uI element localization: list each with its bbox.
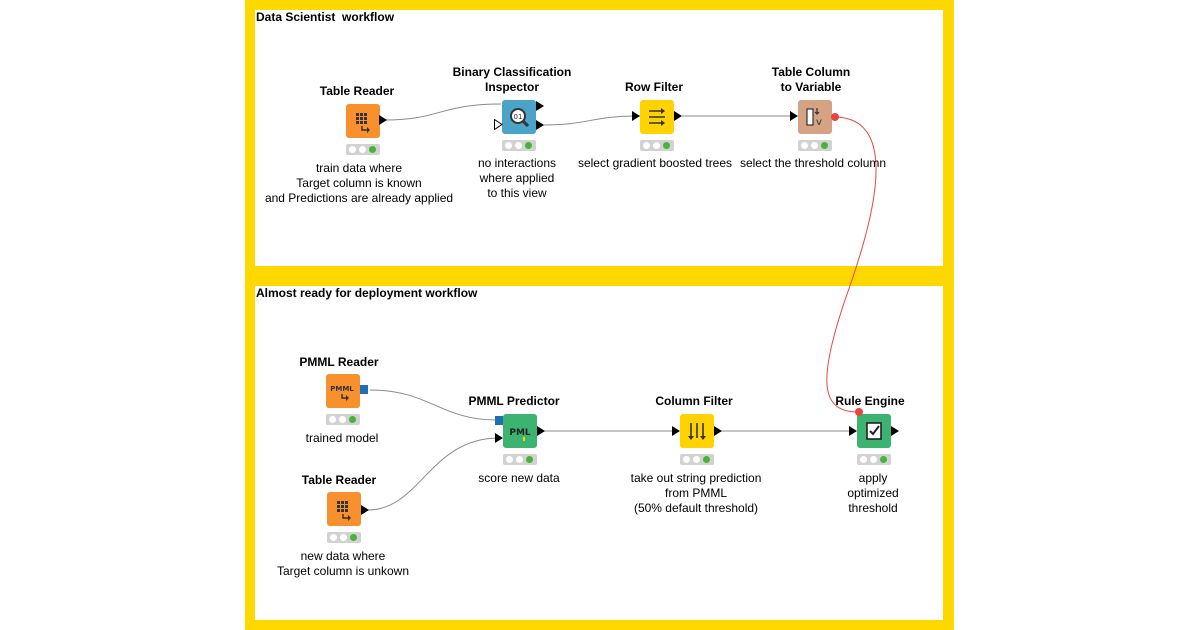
magnifier-icon: 01 [510,108,530,128]
annotation-pmml-reader: trained model [305,431,379,445]
status-traffic-light [327,532,361,543]
input-port-pmml[interactable] [495,416,503,425]
predictor-icon: PML [509,428,531,441]
annotation-column-filter: take out string prediction from PMML (50… [630,471,762,515]
column-to-variable-icon: v [806,108,822,128]
annotation-binary-inspector: no interactions where applied to this vi… [477,156,557,200]
status-traffic-light [346,144,380,155]
node-rule-engine[interactable] [857,414,891,448]
wire-tablereader-to-inspector[interactable] [384,103,502,121]
svg-text:PMML: PMML [330,385,354,393]
output-port-variable[interactable] [830,112,840,122]
svg-text:PML: PML [509,428,531,438]
node-title-table-reader-2: Table Reader [301,473,377,487]
output-port-data[interactable] [537,426,545,436]
status-traffic-light [326,414,360,425]
output-port-data[interactable] [674,111,682,121]
output-port-view[interactable] [536,101,544,111]
workspace-data-scientist [255,10,943,266]
node-pmml-predictor[interactable]: PML [503,414,537,448]
output-port-data[interactable] [361,505,369,515]
node-pmml-reader[interactable]: PMML [326,374,360,408]
output-port-data[interactable] [379,115,387,125]
input-port-data[interactable] [495,433,503,443]
wire-pmmlreader-to-predictor[interactable] [369,389,498,421]
table-icon [356,113,370,133]
node-table-col-to-var[interactable]: v [798,100,832,134]
annotation-rule-engine: apply optimized threshold [847,471,899,515]
output-port-data[interactable] [536,120,544,130]
annotation-pmml-predictor: score new data [478,471,560,485]
node-binary-inspector[interactable]: 01 [502,100,536,134]
annotation-row-filter: select gradient boosted trees [577,156,733,170]
input-port-data[interactable] [790,111,798,121]
workspace-title-deployment: Almost ready for deployment workflow [256,286,478,300]
annotation-table-reader-2: new data where Target column is unkown [276,549,410,578]
status-traffic-light [680,454,714,465]
output-port-data[interactable] [891,426,899,436]
input-port-data[interactable] [849,426,857,436]
filter-rows-icon [649,108,665,126]
node-title-rule-engine: Rule Engine [835,394,905,408]
status-traffic-light [857,454,891,465]
input-port-variable[interactable] [854,407,864,417]
node-title-pmml-predictor: PMML Predictor [468,394,560,408]
status-traffic-light [503,454,537,465]
node-table-reader-2[interactable] [327,492,361,526]
node-title-table-reader: Table Reader [319,84,395,98]
workspace-deployment [255,286,943,620]
svg-text:01: 01 [514,113,523,121]
pmml-file-icon: PMML [330,385,354,401]
node-row-filter[interactable] [640,100,674,134]
node-title-table-col-to-var: Table Column to Variable [771,65,851,94]
input-port-data[interactable] [632,111,640,121]
table-icon [337,501,351,521]
annotation-table-col-to-var: select the threshold column [739,156,887,170]
status-traffic-light [502,140,536,151]
rule-document-icon [866,422,882,440]
node-column-filter[interactable] [680,414,714,448]
input-port-data[interactable] [672,426,680,436]
status-traffic-light [640,140,674,151]
filter-columns-icon [688,423,706,440]
wire-inspector-to-rowfilter[interactable] [541,115,641,126]
svg-text:v: v [816,117,822,128]
output-port-pmml[interactable] [360,385,368,394]
node-title-column-filter: Column Filter [655,394,733,408]
workspace-title-data-scientist: Data Scientist workflow [256,10,395,24]
node-table-reader[interactable] [346,104,380,138]
annotation-table-reader: train data where Target column is known … [264,161,454,205]
node-title-binary-inspector: Binary Classification Inspector [452,65,572,94]
output-port-data[interactable] [714,426,722,436]
wire-variable-tablecol-to-ruleengine[interactable] [826,116,877,413]
wire-tablereader2-to-predictor[interactable] [367,437,500,511]
input-port-optional[interactable] [494,119,503,130]
status-traffic-light [798,140,832,151]
node-title-pmml-reader: PMML Reader [299,355,379,369]
node-title-row-filter: Row Filter [624,80,683,94]
